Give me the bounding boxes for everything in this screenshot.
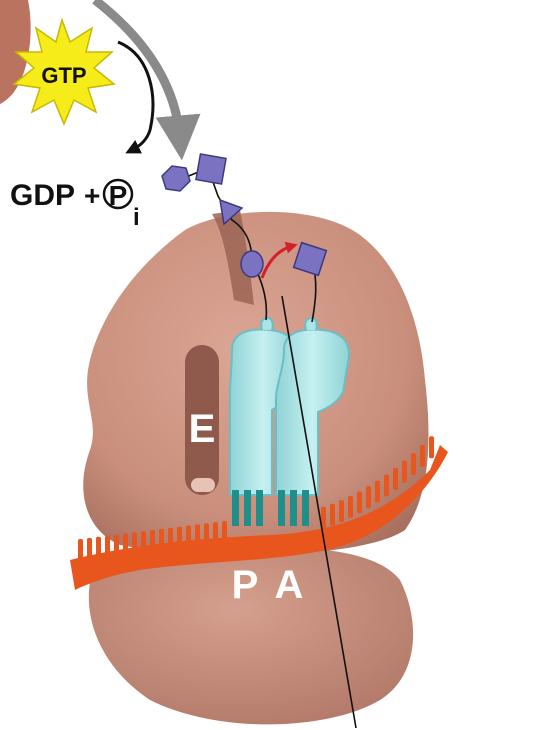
- mrna-base: [222, 521, 227, 543]
- amino-acid-square: [196, 154, 226, 184]
- a-site-trna-stem: [305, 318, 317, 330]
- mrna-base: [420, 445, 425, 467]
- mrna-base: [204, 523, 209, 545]
- mrna-base: [213, 522, 218, 544]
- mrna-base: [195, 524, 200, 546]
- plus-sign: +: [84, 180, 100, 211]
- mrna-base: [78, 539, 83, 561]
- mrna-base: [384, 475, 389, 497]
- mrna-base: [402, 461, 407, 483]
- mrna-base: [159, 529, 164, 551]
- phosphate-subscript: i: [133, 204, 140, 231]
- amino-acid-oval: [241, 251, 263, 277]
- mrna-base: [330, 504, 335, 526]
- p-site-trna-stem: [261, 318, 273, 330]
- mrna-base: [150, 530, 155, 552]
- gtp-label: GTP: [41, 63, 86, 88]
- mrna-base: [105, 536, 110, 558]
- mrna-base: [429, 436, 434, 458]
- mrna-base: [114, 535, 119, 557]
- mrna-base: [357, 491, 362, 513]
- mrna-base: [375, 481, 380, 503]
- mrna-base: [177, 527, 182, 549]
- phosphate-label: P: [109, 180, 128, 211]
- mrna-base: [348, 496, 353, 518]
- e-site-label: E: [189, 407, 216, 451]
- tRNA-entry-arrow: [95, 0, 180, 138]
- mrna-base: [168, 528, 173, 550]
- a-site-label: A: [275, 563, 304, 607]
- e-site-slot-highlight: [191, 478, 215, 492]
- mrna-base: [96, 537, 101, 559]
- mrna-base: [393, 468, 398, 490]
- mrna-base: [366, 486, 371, 508]
- mrna-base: [87, 538, 92, 560]
- p-site-label: P: [232, 563, 259, 607]
- amino-acid-hexagon: [162, 166, 190, 191]
- mrna-base: [186, 526, 191, 548]
- mrna-base: [339, 500, 344, 522]
- mrna-base: [411, 453, 416, 475]
- mrna-base: [141, 531, 146, 553]
- mrna-base: [132, 532, 137, 554]
- gdp-label: GDP: [10, 179, 75, 212]
- mrna-base: [123, 533, 128, 555]
